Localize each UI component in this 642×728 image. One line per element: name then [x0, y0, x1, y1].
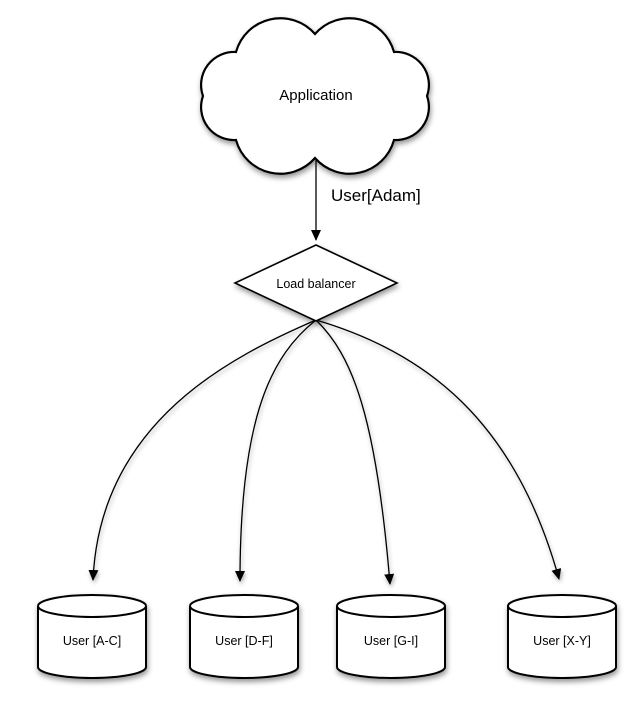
shard-label-2: User [D-F]	[215, 634, 273, 648]
db-cylinder-1: User [A-C]	[37, 594, 147, 679]
cloud-shape	[200, 17, 430, 175]
lb-to-shard-arrows	[88, 319, 562, 585]
lb-to-shard-arrow-4	[315, 319, 562, 580]
shard-label-3: User [G-I]	[364, 634, 418, 648]
cylinder-body	[336, 606, 446, 679]
cylinder-body	[37, 606, 147, 679]
cylinder-top	[189, 594, 299, 618]
shard-label-4: User [X-Y]	[533, 634, 591, 648]
application-node: Application	[200, 17, 430, 175]
load-balancer-label: Load balancer	[276, 277, 355, 291]
load-balancer-node: Load balancer	[233, 244, 399, 322]
lb-to-shard-arrow-1	[88, 319, 317, 581]
db-cylinder-2: User [D-F]	[189, 594, 299, 679]
lb-to-shard-arrow-2	[235, 319, 317, 582]
db-cylinder-4: User [X-Y]	[507, 594, 617, 679]
cylinder-body	[189, 606, 299, 679]
cylinder-top	[507, 594, 617, 618]
edge-label-user-adam: User[Adam]	[331, 186, 421, 205]
db-cylinder-3: User [G-I]	[336, 594, 446, 679]
cylinder-top	[37, 594, 147, 618]
cylinder-top	[336, 594, 446, 618]
lb-to-shard-arrow-3	[315, 319, 395, 585]
application-label: Application	[279, 87, 352, 104]
cylinder-body	[507, 606, 617, 679]
shard-label-1: User [A-C]	[63, 634, 121, 648]
load-balancer-diamond	[233, 244, 399, 322]
